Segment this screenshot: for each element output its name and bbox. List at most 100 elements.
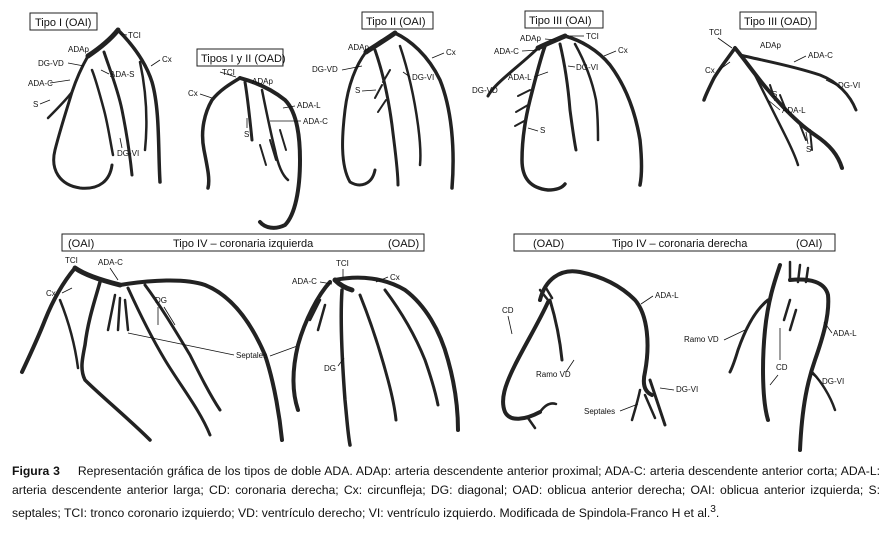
vessel-diagonal — [755, 75, 798, 165]
vessel-cd — [503, 302, 548, 419]
label-ada-c: ADA-C — [494, 47, 519, 56]
vessel-diagonal — [262, 90, 288, 180]
arrow-s — [362, 90, 376, 91]
label-s: S — [355, 86, 360, 95]
label-cx-oad: Cx — [390, 273, 400, 282]
label-dg-vi: DG-VI — [117, 149, 139, 158]
panel-tipo-4-izquierda: (OAI) Tipo IV – coronaria izquierda (OAD… — [22, 234, 458, 445]
panel-title: Tipos I y II (OAD) — [201, 53, 286, 65]
label-ada-c: ADA-C — [303, 117, 328, 126]
label-dg-vi: DG-VI — [576, 63, 598, 72]
arrow-s — [40, 100, 50, 104]
label-dg-vi: DG-VI — [676, 385, 698, 394]
panel-title: Tipo II (OAI) — [366, 16, 426, 28]
label-cx: Cx — [705, 66, 715, 75]
label-cx: Cx — [46, 289, 56, 298]
arrow-s — [528, 128, 538, 131]
label-septales: Septales — [584, 407, 615, 416]
vessel-septales — [260, 130, 286, 165]
label-ada-l: ADA-L — [782, 106, 806, 115]
arrow-cx — [62, 288, 72, 293]
label-tci: TCI — [709, 28, 722, 37]
label-cd-oai: CD — [776, 363, 788, 372]
vessel-ada-c-oad — [294, 282, 331, 410]
panel-tipo-1-oai: Tipo I (OAI) TCI ADAp Cx DG-VD ADA-S ADA… — [28, 13, 172, 188]
label-tci-oad: TCI — [336, 259, 349, 268]
vessel-ada-c — [54, 56, 112, 188]
vessel-cx — [565, 36, 642, 185]
arrow-cd-oai — [770, 328, 780, 385]
vessel-marginal — [60, 300, 78, 368]
vessel-tci — [75, 268, 120, 285]
panel-title-left: (OAD) — [533, 238, 564, 250]
label-ada-l: ADA-L — [297, 101, 321, 110]
vessel-cx — [203, 78, 240, 188]
label-adap: ADAp — [68, 45, 89, 54]
arrow-dg-vi — [660, 388, 674, 390]
arrow-cx — [200, 94, 212, 98]
panel-tipo-2-oai: Tipo II (OAI) ADAp Cx DG-VD DG-VI S — [312, 12, 456, 188]
label-adap: ADAp — [252, 77, 273, 86]
panel-tipo-3-oai: Tipo III (OAI) ADAp TCI ADA-C Cx DG-VI A… — [472, 11, 642, 190]
label-adap: ADAp — [520, 34, 541, 43]
panel-title-right: (OAI) — [796, 238, 822, 250]
vessel-marginal — [140, 62, 146, 150]
vessel-tci — [366, 33, 395, 52]
label-adap: ADAp — [348, 43, 369, 52]
arrow-septales — [128, 333, 300, 356]
label-cx: Cx — [162, 55, 172, 64]
panel-tipo-4-derecha: (OAD) Tipo IV – coronaria derecha (OAI) … — [502, 234, 857, 450]
label-dg-vd: DG-VD — [472, 86, 498, 95]
arrow-cx — [151, 60, 160, 66]
vessel-dg-vi — [650, 380, 665, 425]
label-ramo-vd-oai: Ramo VD — [684, 335, 719, 344]
arrow-ada-l — [641, 296, 653, 304]
label-ada-c-oad: ADA-C — [292, 277, 317, 286]
arrow-dg-vd — [68, 63, 84, 66]
label-dg-vd: DG-VD — [38, 59, 64, 68]
label-dg-vi-oai: DG-VI — [822, 377, 844, 386]
vessel-dg-vi — [575, 44, 598, 140]
caption-end: . — [716, 506, 719, 520]
vessel-diagonal — [92, 70, 113, 155]
label-dg-oad: DG — [324, 364, 336, 373]
panel-title: Tipo III (OAD) — [744, 16, 811, 28]
arrow-ada-c — [50, 80, 70, 83]
vessel-ada-c — [560, 44, 576, 150]
arrow-ada-s — [101, 70, 109, 74]
arrow-dg-vi — [120, 138, 122, 148]
arrow-cx — [432, 53, 444, 58]
vessel-dg-oad — [360, 295, 396, 420]
label-ada-l-oai: ADA-L — [833, 329, 857, 338]
vessel-cd-oai — [763, 265, 780, 420]
arrow-ada-c — [522, 50, 540, 51]
label-s: S — [244, 130, 249, 139]
label-tci: TCI — [65, 256, 78, 265]
arrow-ada-c — [794, 56, 806, 62]
caption-text: Representación gráfica de los tipos de d… — [12, 464, 880, 520]
label-cd: CD — [502, 306, 514, 315]
vessel-ramo-vd — [550, 300, 562, 360]
figure-label: Figura 3 — [12, 464, 60, 478]
label-s-2: S — [806, 145, 811, 154]
arrow-cx — [604, 51, 616, 56]
panel-tipo-3-oad: Tipo III (OAD) TCI ADAp ADA-C Cx DG-VI S… — [704, 12, 860, 168]
vessel-dg-oad-2 — [385, 290, 438, 405]
label-dg-vi: DG-VI — [838, 81, 860, 90]
vessel-cx-oad — [335, 278, 458, 430]
label-septales: Septales — [236, 351, 267, 360]
label-s: S — [772, 90, 777, 99]
vessel-ada-c — [343, 52, 375, 185]
label-cx: Cx — [188, 89, 198, 98]
panel-title: Tipo I (OAI) — [35, 17, 91, 29]
label-ada-l: ADA-L — [508, 73, 532, 82]
vessel-septales — [108, 295, 128, 330]
label-ramo-vd: Ramo VD — [536, 370, 571, 379]
arrow-cd — [508, 316, 512, 334]
panel-title-right: (OAD) — [388, 238, 419, 250]
label-dg-vi: DG-VI — [412, 73, 434, 82]
label-tci: TCI — [586, 32, 599, 41]
panel-title: Tipo IV – coronaria izquierda — [173, 238, 314, 250]
vessel-ada-l — [522, 46, 565, 190]
panel-title: Tipo III (OAI) — [529, 15, 592, 27]
